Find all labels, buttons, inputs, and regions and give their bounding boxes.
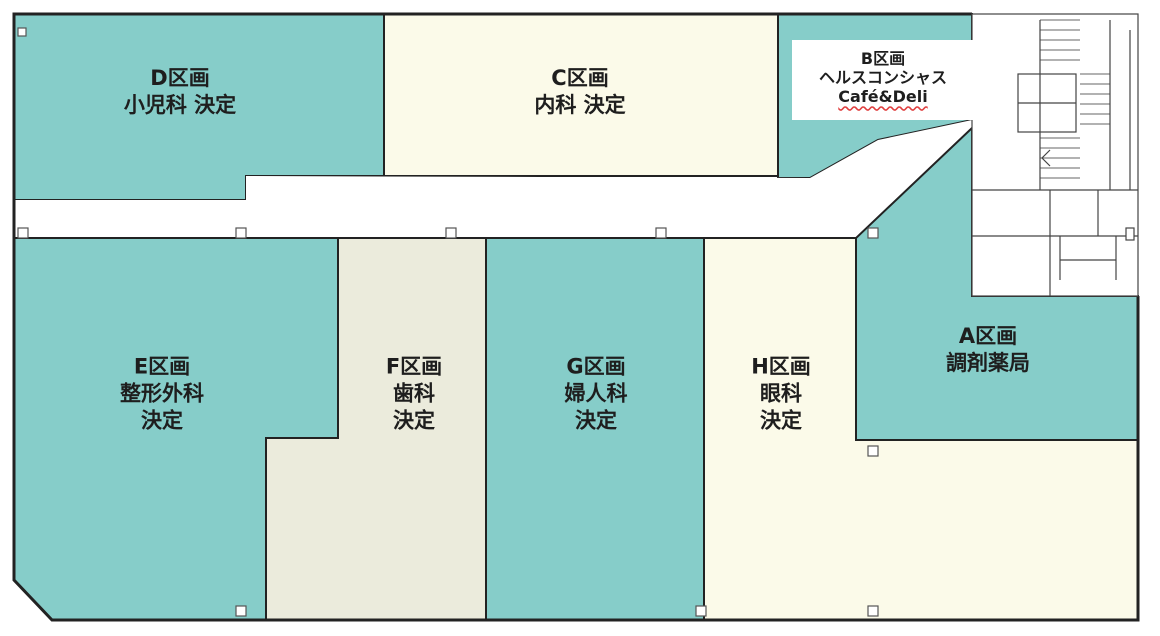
zone-b-tenant: ヘルスコンシャス <box>818 68 948 88</box>
zone-f-label: F区画 歯科 決定 <box>386 354 442 435</box>
zone-e-status: 決定 <box>141 408 183 433</box>
zone-d-label: D区画 小児科 決定 <box>124 65 236 119</box>
zone-a-label: A区画 調剤薬局 <box>946 323 1030 377</box>
zone-h-label: H区画 眼科 決定 <box>751 354 811 435</box>
zone-c-status: 内科 決定 <box>534 93 626 117</box>
zone-c-name: C区画 <box>551 66 609 91</box>
outer-wall <box>12 12 1140 622</box>
corridor <box>14 120 972 238</box>
zone-e-tenant: 整形外科 <box>120 381 204 406</box>
zone-b-name: B区画 <box>860 49 906 69</box>
zone-a-name: A区画 <box>958 324 1018 349</box>
zone-f-status: 決定 <box>392 408 435 433</box>
zone-f-tenant: 歯科 <box>392 381 435 406</box>
zone-d-status: 小児科 決定 <box>123 93 237 117</box>
zone-g-status: 決定 <box>575 408 617 433</box>
column-markers <box>17 27 879 617</box>
zone-g-label: G区画 婦人科 決定 <box>565 354 628 435</box>
zone-a-tenant: 調剤薬局 <box>946 351 1030 375</box>
zone-h-tenant: 眼科 <box>759 381 802 406</box>
zone-h-status: 決定 <box>759 408 802 433</box>
zone-b-label: B区画 ヘルスコンシャス Café&Deli <box>819 49 947 107</box>
zone-g-tenant: 婦人科 <box>564 381 628 406</box>
zone-f-name: F区画 <box>385 354 443 379</box>
zone-c-label: C区画 内科 決定 <box>534 65 625 119</box>
zone-b-tenant-sub: Café&Deli <box>838 87 928 107</box>
zone-g-name: G区画 <box>566 354 626 379</box>
zone-e-label: E区画 整形外科 決定 <box>120 354 204 435</box>
zone-b-label-box <box>792 40 974 120</box>
stair-core <box>971 13 1139 297</box>
zone-h-name: H区画 <box>751 354 811 379</box>
zone-e-name: E区画 <box>133 354 191 379</box>
zone-d-name: D区画 <box>150 66 210 91</box>
